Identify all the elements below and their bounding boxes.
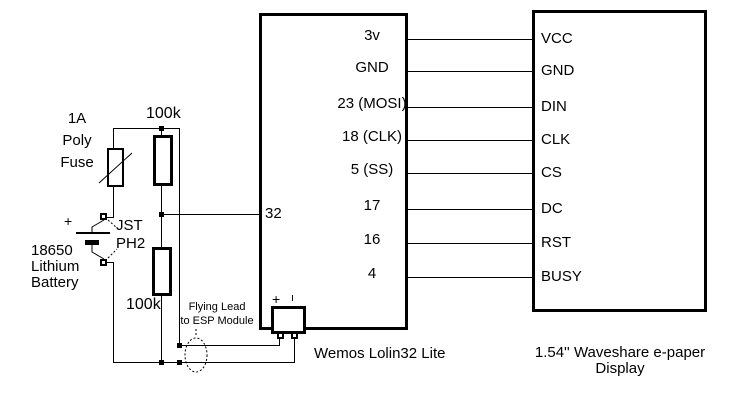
battery-minus-plate xyxy=(85,240,99,245)
wire-jst-minus-stub xyxy=(106,262,114,263)
jst-plus-terminal xyxy=(100,213,107,220)
epaper-pin-label-cs: CS xyxy=(541,164,562,181)
wire-minus-down xyxy=(113,262,114,362)
junction-divider-mid xyxy=(159,212,164,217)
flying-lead-label-line2: to ESP Module xyxy=(180,315,254,327)
battery-label-line1: 18650 xyxy=(31,242,73,259)
jst-label-line2: PH2 xyxy=(116,235,146,252)
mcu-pin-label-clk: 18 (CLK) xyxy=(341,128,403,145)
wire-mosi-din xyxy=(408,107,533,108)
mcu-pin-label-ss: 5 (SS) xyxy=(350,161,394,178)
mcu-battery-connector xyxy=(271,306,306,334)
fuse-label: 1A Poly Fuse xyxy=(54,108,100,174)
poly-fuse-body xyxy=(107,148,124,187)
jst-label: JST PH2 xyxy=(116,217,145,253)
wire-flying-minus-riser xyxy=(294,338,295,362)
wire-r1-stub xyxy=(161,128,162,135)
wire-vbat-down xyxy=(179,128,180,345)
wire-16-rst xyxy=(408,243,533,244)
epaper-caption-line2: Display xyxy=(595,360,645,377)
wire-top-rail xyxy=(113,128,180,129)
wire-jst-plus-stub xyxy=(106,217,114,218)
wire-3v-vcc xyxy=(408,39,533,40)
wire-fuse-bottom xyxy=(113,187,114,218)
mcu-pin-label-16: 16 xyxy=(363,231,381,248)
battery-minus-link xyxy=(91,245,105,260)
wire-fuse-top xyxy=(113,128,114,148)
mcu-caption: Wemos Lolin32 Lite xyxy=(314,345,446,362)
epaper-caption-line1: 1.54'' Waveshare e-paper xyxy=(534,344,706,361)
epaper-box xyxy=(532,10,707,312)
epaper-pin-label-gnd: GND xyxy=(541,62,575,79)
flying-lead-label: Flying Lead to ESP Module xyxy=(170,300,264,328)
wire-ss-cs xyxy=(408,173,533,174)
wire-gnd-gnd xyxy=(408,71,533,72)
mcu-battery-minus-label: ı xyxy=(291,292,295,304)
battery-label-line3: Battery xyxy=(31,274,79,291)
mcu-pin-label-gnd: GND xyxy=(355,59,389,76)
battery-plus-plate xyxy=(76,232,110,234)
fuse-label-line1: 1A xyxy=(67,110,87,127)
epaper-pin-label-din: DIN xyxy=(541,98,567,115)
mcu-battery-plus-label: + xyxy=(272,291,281,307)
battery-label-line2: Lithium xyxy=(31,258,80,275)
wire-r2-bottom xyxy=(161,296,162,362)
mcu-pin-label-4: 4 xyxy=(367,265,377,282)
wire-clk-clk xyxy=(408,140,533,141)
fuse-label-line3: Fuse xyxy=(60,154,94,171)
resistor-r2 xyxy=(152,247,172,296)
epaper-pin-label-vcc: VCC xyxy=(541,30,573,47)
resistor-r1 xyxy=(153,135,173,186)
flying-lead-label-line1: Flying Lead xyxy=(188,301,246,313)
wire-4-busy xyxy=(408,277,533,278)
flying-lead-ellipse xyxy=(184,337,208,373)
junction-top-rail xyxy=(159,126,164,131)
battery-plus-link xyxy=(91,219,105,232)
mcu-battery-pin-minus xyxy=(291,332,298,339)
mcu-pin-label-mosi: 23 (MOSI) xyxy=(337,95,407,112)
epaper-pin-label-clk: CLK xyxy=(541,131,571,148)
resistor-r2-label: 100k xyxy=(126,296,161,313)
jst-label-line1: JST xyxy=(116,217,143,234)
battery-plus-sign: + xyxy=(64,213,73,229)
wire-flying-plus xyxy=(179,345,280,346)
wire-17-dc xyxy=(408,209,533,210)
fuse-label-line2: Poly xyxy=(62,132,92,149)
epaper-pin-label-dc: DC xyxy=(541,200,563,217)
mcu-battery-pin-plus xyxy=(277,332,284,339)
wire-bottom-rail xyxy=(113,362,295,363)
battery-label: 18650 Lithium Battery xyxy=(31,243,79,291)
mcu-pin-label-3v: 3v xyxy=(364,27,380,44)
mcu-pin-label-17: 17 xyxy=(363,197,381,214)
epaper-pin-label-busy: BUSY xyxy=(541,268,582,285)
mcu-box xyxy=(259,13,408,330)
resistor-r1-label: 100k xyxy=(146,105,181,122)
junction-flying-plus xyxy=(177,343,182,348)
junction-flying-minus xyxy=(177,360,182,365)
epaper-pin-label-rst: RST xyxy=(541,234,571,251)
epaper-caption: 1.54'' Waveshare e-paper Display xyxy=(525,345,715,377)
junction-bottom-rail xyxy=(159,360,164,365)
wire-flying-plus-riser xyxy=(279,338,280,346)
wire-pin32 xyxy=(162,214,259,215)
mcu-pin-label-32: 32 xyxy=(265,205,282,222)
